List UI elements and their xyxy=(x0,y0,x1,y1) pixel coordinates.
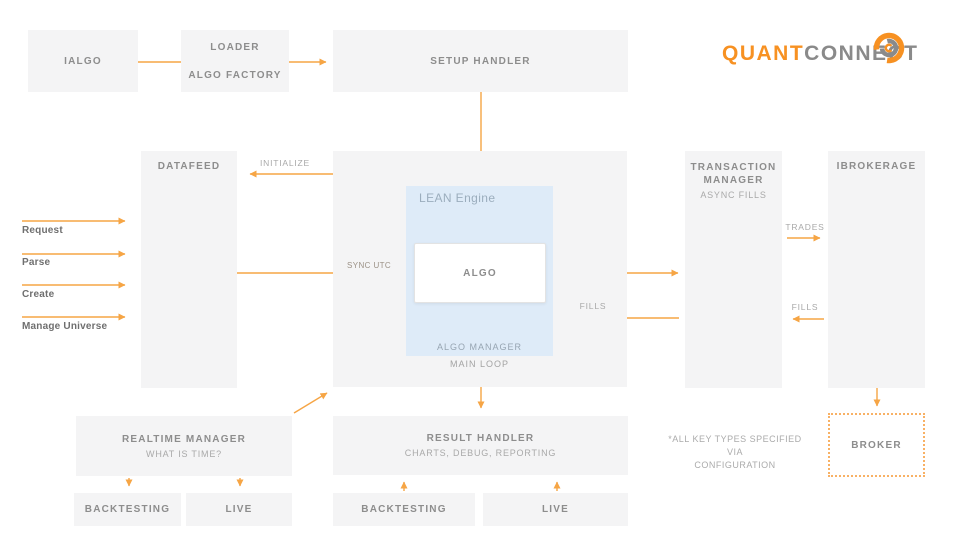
result-handler-label: RESULT HANDLER xyxy=(426,433,535,444)
config-note-line1: *ALL KEY TYPES SPECIFIED VIA xyxy=(668,434,802,457)
algo-manager-label: ALGO MANAGER xyxy=(436,342,522,352)
backtesting-left-label: BACKTESTING xyxy=(84,504,171,515)
backtesting-mid-label: BACKTESTING xyxy=(361,504,447,515)
logo-text-quant: QUANT xyxy=(722,42,805,65)
algo-label: ALGO xyxy=(463,267,497,279)
lean-engine-label: LEAN Engine xyxy=(419,191,496,205)
manage-universe-label: Manage Universe xyxy=(22,321,108,332)
box-setup-handler: SETUP HANDLER xyxy=(333,30,628,92)
fills-right-label: FILLS xyxy=(791,302,819,312)
datafeed-label: DATAFEED xyxy=(157,161,221,172)
transaction-manager-label-line2: MANAGER xyxy=(703,175,764,186)
async-fills-label: ASYNC FILLS xyxy=(700,190,767,200)
algo-factory-label: ALGO FACTORY xyxy=(188,70,282,81)
main-loop-label: MAIN LOOP xyxy=(449,359,509,369)
box-realtime-manager: REALTIME MANAGER WHAT IS TIME? xyxy=(76,416,292,476)
arrow-realtime-to-lean xyxy=(293,392,328,414)
initialize-label: INITIALIZE xyxy=(259,158,311,168)
box-live-mid: LIVE xyxy=(483,493,628,526)
box-ibrokerage: IBROKERAGE xyxy=(828,151,925,388)
box-live-left: LIVE xyxy=(186,493,292,526)
box-algo: ALGO xyxy=(414,243,546,303)
request-label: Request xyxy=(22,225,63,236)
charts-debug-reporting-label: CHARTS, DEBUG, REPORTING xyxy=(404,448,557,458)
live-left-label: LIVE xyxy=(225,504,253,515)
box-broker: BROKER xyxy=(828,413,925,477)
loader-label: LOADER xyxy=(210,42,260,53)
live-mid-label: LIVE xyxy=(541,504,570,515)
broker-label: BROKER xyxy=(851,439,902,451)
realtime-manager-label: REALTIME MANAGER xyxy=(121,433,246,445)
box-loader-algo-factory: LOADER ALGO FACTORY xyxy=(181,30,289,92)
quantconnect-swirl-icon xyxy=(873,32,905,64)
config-note-line2: CONFIGURATION xyxy=(694,460,776,470)
ibrokerage-label: IBROKERAGE xyxy=(836,161,917,172)
transaction-manager-label-line1: TRANSACTION xyxy=(690,162,777,173)
box-ialgo: IALGO xyxy=(28,30,138,92)
trades-label: TRADES xyxy=(785,222,825,232)
parse-label: Parse xyxy=(22,257,51,268)
ialgo-label: IALGO xyxy=(64,55,102,67)
box-datafeed: DATAFEED xyxy=(141,151,237,388)
box-backtesting-mid: BACKTESTING xyxy=(333,493,475,526)
box-backtesting-left: BACKTESTING xyxy=(74,493,181,526)
setup-handler-label: SETUP HANDLER xyxy=(430,55,531,67)
config-note: *ALL KEY TYPES SPECIFIED VIA CONFIGURATI… xyxy=(660,433,810,472)
sync-utc-label: SYNC UTC xyxy=(347,261,392,270)
create-label: Create xyxy=(22,289,55,300)
box-result-handler: RESULT HANDLER CHARTS, DEBUG, REPORTING xyxy=(333,416,628,475)
what-is-time-label: WHAT IS TIME? xyxy=(146,448,222,459)
box-transaction-manager: TRANSACTION MANAGER ASYNC FILLS xyxy=(685,151,782,388)
fills-inner-label: FILLS xyxy=(579,301,607,311)
